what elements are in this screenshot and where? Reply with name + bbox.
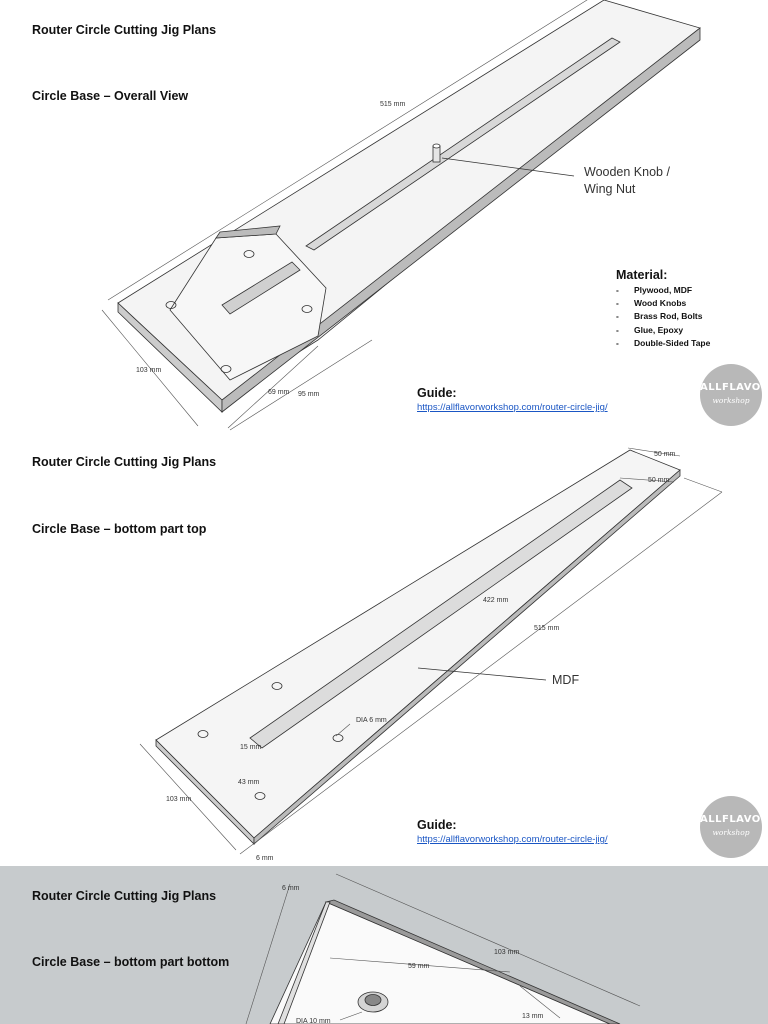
page-subtitle: Circle Base – bottom part bottom	[32, 955, 230, 969]
material-title: Material:	[616, 268, 668, 282]
plan-page-bottom-bottom: 6 mm 103 mm 59 mm DIA 10 mm 13 mm Router…	[0, 866, 768, 1024]
overall-view-drawing: 515 mm 103 mm 69 mm 95 mm	[101, 0, 701, 431]
dim-50-slot: 50 mm	[648, 477, 670, 484]
dim-width: 103 mm	[136, 367, 161, 374]
page-title: Router Circle Cutting Jig Plans	[32, 889, 217, 903]
hole	[165, 301, 177, 309]
dim-103: 103 mm	[166, 796, 191, 803]
hole	[243, 250, 255, 258]
dim-59: 59 mm	[408, 963, 430, 970]
page-title: Router Circle Cutting Jig Plans	[32, 455, 217, 469]
underside-edge	[324, 899, 621, 1024]
dim-length: 515 mm	[380, 101, 405, 108]
dim-103: 103 mm	[494, 949, 519, 956]
dim-dia10: DIA 10 mm	[296, 1018, 331, 1024]
material-list: Material: -Plywood, MDF -Wood Knobs -Bra…	[616, 268, 710, 350]
material-item: -Plywood, MDF	[616, 285, 693, 295]
guide-label: Guide:	[417, 818, 457, 832]
hole	[254, 792, 266, 800]
page-title: Router Circle Cutting Jig Plans	[32, 23, 217, 37]
guide-block: Guide: https://allflavorworkshop.com/rou…	[417, 818, 608, 845]
plate-slot	[221, 261, 301, 315]
dim-95: 95 mm	[298, 391, 320, 398]
brand-watermark: ALLFLAVOR workshop	[700, 796, 762, 858]
dim-69: 69 mm	[268, 389, 290, 396]
top-plate-edge	[215, 225, 281, 239]
dim-6: 6 mm	[282, 885, 300, 892]
plan-page-bottom-top: 50 mm 50 mm 422 mm 515 mm DIA 6 mm 15 mm…	[0, 432, 768, 866]
brand-watermark: ALLFLAVOR workshop	[700, 364, 762, 426]
guide-link[interactable]: https://allflavorworkshop.com/router-cir…	[417, 834, 608, 845]
bottom-bottom-drawing: 6 mm 103 mm 59 mm DIA 10 mm 13 mm	[245, 873, 641, 1024]
mdf-callout: MDF	[552, 673, 580, 687]
dim-515: 515 mm	[534, 625, 559, 632]
dim-422: 422 mm	[483, 597, 508, 604]
hole	[301, 305, 313, 313]
hole	[271, 682, 283, 690]
dim-6: 6 mm	[256, 855, 274, 862]
bottom-board-edge-long	[253, 469, 681, 845]
page-subtitle: Circle Base – Overall View	[32, 89, 189, 103]
guide-label: Guide:	[417, 386, 457, 400]
dim-43: 43 mm	[238, 779, 260, 786]
material-item: -Wood Knobs	[616, 298, 687, 309]
dim-15: 15 mm	[240, 744, 262, 751]
hole	[220, 365, 232, 373]
guide-link[interactable]: https://allflavorworkshop.com/router-cir…	[417, 402, 608, 413]
mdf-callout-line	[417, 667, 547, 681]
dim-dia6: DIA 6 mm	[356, 717, 387, 724]
underside-side	[277, 901, 331, 1024]
material-item: -Glue, Epoxy	[616, 324, 684, 335]
dim-50-top: 50 mm	[654, 451, 676, 458]
dim-13: 13 mm	[522, 1013, 544, 1020]
base-board-edge-long	[221, 27, 701, 413]
knob-pin-top	[432, 143, 441, 149]
bottom-slot	[249, 479, 633, 749]
guide-block: Guide: https://allflavorworkshop.com/rou…	[417, 386, 608, 413]
knob-callout: Wooden Knob / Wing Nut	[584, 165, 670, 196]
material-item: -Double-Sided Tape	[616, 337, 711, 348]
plan-page-overall-view: 515 mm 103 mm 69 mm 95 mm Router Circle …	[0, 0, 768, 432]
bolt-head	[364, 994, 382, 1006]
knob-callout-line	[441, 157, 575, 177]
long-slot	[305, 37, 621, 251]
bottom-top-drawing: 50 mm 50 mm 422 mm 515 mm DIA 6 mm 15 mm…	[139, 447, 723, 862]
page-subtitle: Circle Base – bottom part top	[32, 522, 207, 536]
material-item: -Brass Rod, Bolts	[616, 311, 703, 322]
hole	[197, 730, 209, 738]
